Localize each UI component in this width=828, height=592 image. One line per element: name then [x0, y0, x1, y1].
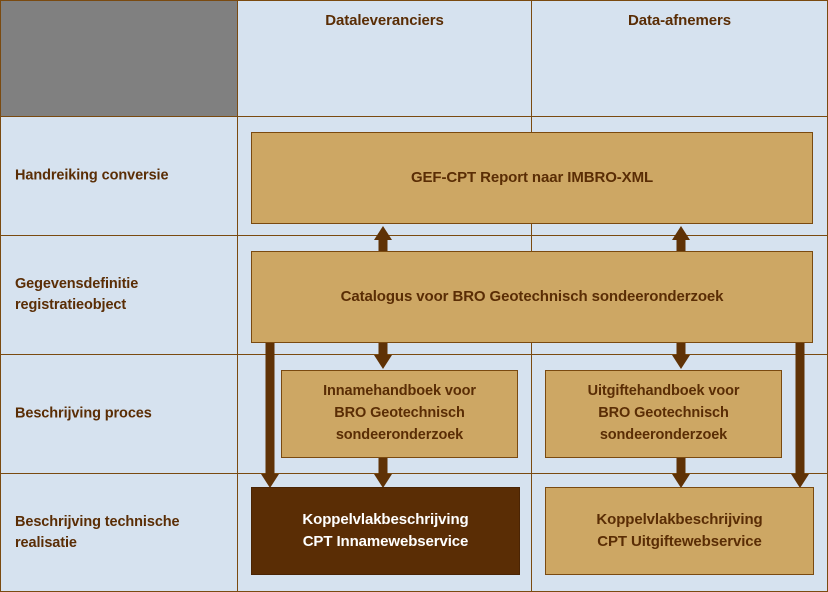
row-header-beschrijving-proces: Beschrijving proces [0, 354, 238, 474]
box-catalogus[interactable]: Catalogus voor BRO Geotechnisch sondeero… [251, 251, 813, 343]
column-header-label: Data-afnemers [628, 12, 731, 29]
row-header-beschrijving-technische-realisatie: Beschrijving technische realisatie [0, 473, 238, 592]
arrow-catalogus-to-koppelvlak-uitgifte [791, 337, 809, 488]
box-label: Uitgiftehandboek voor BRO Geotechnisch s… [587, 383, 740, 443]
box-label: GEF-CPT Report naar IMBRO-XML [410, 168, 654, 186]
arrow-catalogus-to-koppelvlak-inname [261, 337, 279, 488]
box-label: Innamehandboek voor BRO Geotechnisch son… [323, 383, 476, 443]
column-header-data-afnemers: Data-afnemers [531, 0, 828, 117]
arrow-catalogus-to-gef-cpt-report-right [672, 226, 690, 253]
column-header-dataleveranciers: Dataleveranciers [237, 0, 532, 117]
box-innamehandboek[interactable]: Innamehandboek voor BRO Geotechnisch son… [281, 370, 518, 458]
arrow-catalogus-to-gef-cpt-report-left [374, 226, 392, 253]
box-label: Catalogus voor BRO Geotechnisch sondeero… [340, 287, 724, 305]
row-header-label: Beschrijving technische realisatie [15, 513, 180, 551]
box-koppelvlakbeschrijving-cpt-uitgiftewebservice[interactable]: Koppelvlakbeschrijving CPT Uitgiftewebse… [545, 487, 814, 575]
arrow-catalogus-to-innamehandboek [374, 337, 392, 369]
arrow-uitgiftehandboek-to-koppelvlak-uitgifte [672, 456, 690, 488]
row-header-gegevensdefinitie-registratieobject: Gegevensdefinitie registratieobject [0, 235, 238, 355]
grid-corner-cell [0, 0, 238, 117]
row-header-label: Beschrijving proces [15, 405, 152, 422]
box-label: Koppelvlakbeschrijving CPT Uitgiftewebse… [596, 510, 763, 551]
box-uitgiftehandboek[interactable]: Uitgiftehandboek voor BRO Geotechnisch s… [545, 370, 782, 458]
box-label: Koppelvlakbeschrijving CPT Innamewebserv… [302, 510, 469, 551]
box-gef-cpt-report[interactable]: GEF-CPT Report naar IMBRO-XML [251, 132, 813, 224]
box-koppelvlakbeschrijving-cpt-innamewebservice[interactable]: Koppelvlakbeschrijving CPT Innamewebserv… [251, 487, 520, 575]
arrow-catalogus-to-uitgiftehandboek [672, 337, 690, 369]
row-header-label: Gegevensdefinitie registratieobject [15, 275, 139, 313]
row-header-handreiking-conversie: Handreiking conversie [0, 116, 238, 236]
arrow-innamehandboek-to-koppelvlak-inname [374, 456, 392, 488]
row-header-label: Handreiking conversie [15, 167, 169, 184]
column-header-label: Dataleveranciers [325, 12, 444, 29]
